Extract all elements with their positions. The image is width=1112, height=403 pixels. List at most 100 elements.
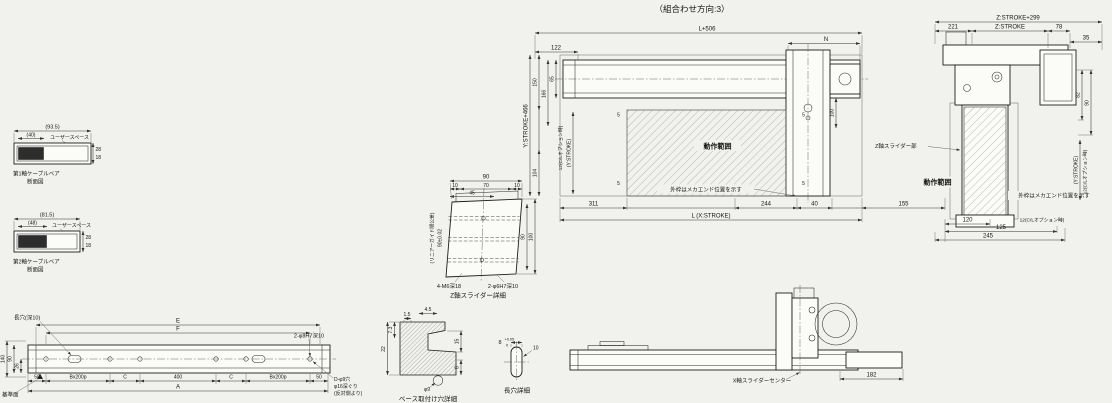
- slot-tolerance-lower: 0: [506, 344, 508, 348]
- rail-top-block: [599, 341, 625, 346]
- cable1-dim-total-width: (93.5): [45, 125, 60, 131]
- cable1-dim-inner-width: (40): [27, 133, 36, 139]
- dim-5-gap: 5: [617, 113, 620, 119]
- z-column-plate: [775, 292, 793, 371]
- dim-244: 244: [761, 202, 772, 208]
- mount-holes-note-line2: φ16深ぐり: [334, 383, 358, 390]
- mounting-hole: [307, 356, 313, 362]
- dowel-hole: [481, 216, 486, 221]
- cable2-user-space-label: ユーザースペース: [52, 223, 91, 229]
- cable2-caption-line2: 断面図: [27, 266, 44, 274]
- dim-40: 40: [811, 202, 818, 208]
- dim-n: N: [824, 37, 828, 43]
- cable2-dimension-lines: [13, 217, 85, 253]
- cable2-dim-height-outer: 28: [86, 235, 92, 241]
- dim-dia-9: φ9: [424, 387, 430, 393]
- side-dim-12-cl-bottom: 12(C/Lオプション時): [1020, 218, 1065, 224]
- dim-65: 65: [550, 76, 556, 82]
- mount-detail-dimension-lines: [386, 312, 463, 376]
- dim-245: 245: [983, 234, 994, 240]
- z-detail-extension-lines: [449, 182, 537, 283]
- dim-10-left: 10: [452, 183, 458, 189]
- dim-z-stroke: Z:STROKE: [995, 25, 1025, 31]
- z-detail-caption: Z軸スライダー詳細: [450, 291, 506, 300]
- dim-y-stroke: (Y:STROKE): [567, 138, 573, 167]
- dim-8: 8: [455, 366, 461, 369]
- dim-22: 22: [381, 346, 387, 352]
- x-slider-side-view: X軸スライダーセンター 182: [569, 285, 904, 385]
- cable-bear-loop-outer: [814, 302, 858, 346]
- slot-tolerance-upper: +0.05: [505, 338, 515, 342]
- side-pulley-circle: [991, 71, 1003, 83]
- slot-dim-8: 8: [498, 340, 501, 346]
- dim-bx200p-left: Bx200p: [70, 375, 87, 381]
- x-slider-caption: X軸スライダーセンター: [733, 377, 791, 385]
- mounting-hole: [107, 356, 113, 362]
- dim-78: 78: [1056, 25, 1063, 31]
- base-plan-view: 長穴(深10) E F 2-φ8H7深10 140 90 26 50 Bx200…: [1, 314, 363, 399]
- side-working-range-bg: [914, 176, 961, 188]
- cable2-caption-line1: 第2軸ケーブルベア: [13, 258, 60, 266]
- dim-70: 70: [483, 183, 489, 189]
- plan-extension-lines: [534, 35, 946, 222]
- mount-holes-note-line3: (反対側より): [334, 390, 363, 397]
- side-y-beam-section: [1039, 49, 1077, 106]
- bracket-bolt-circle: [808, 306, 816, 314]
- dim-82: 82: [1076, 92, 1082, 98]
- dim-bx200p-right: Bx200p: [270, 375, 287, 381]
- plan-view: 動作範囲 外枠はメカエンド位置を示す 5 5 5 5 L+506 N 122: [524, 27, 946, 222]
- dim-e: E: [176, 319, 180, 325]
- base-dim-90: 90: [8, 356, 14, 362]
- dim-7-3: 7.3: [388, 326, 394, 333]
- datum-label: 基準面: [2, 391, 19, 399]
- drawing-title: （組合わせ方向:3）: [654, 4, 729, 14]
- cable-bear-2-section: (81.5) (48) ユーザースペース 28 18 第2軸ケーブルベア 断面図: [13, 213, 91, 274]
- side-dim-12-cl-right: 12(C/Lオプション時): [1083, 149, 1089, 194]
- cable2-dim-inner-width: (48): [28, 221, 37, 227]
- cable1-caption-line1: 第1軸ケーブルベア: [13, 170, 60, 178]
- dim-15: 15: [455, 339, 461, 345]
- mech-end-note-bg: [657, 184, 755, 194]
- cable1-caption-line2: 断面図: [27, 178, 44, 186]
- dim-5-gap: 5: [802, 113, 805, 119]
- x-motor-housing: [845, 351, 903, 369]
- dim-90-right: 90: [521, 234, 527, 240]
- cable1-user-space-label: ユーザースペース: [50, 135, 89, 141]
- cable2-dim-total-width: (81.5): [40, 213, 55, 219]
- z-slider-detail: 90 10 70 10 45 90 100 (リニアーガイド間公差) 90±0.…: [429, 175, 537, 300]
- z-slider-label: Z軸スライダー部: [875, 142, 917, 150]
- dim-x-stroke: L (X:STROKE): [691, 214, 730, 220]
- y-motor-housing: [829, 63, 861, 95]
- z-detail-dimension-lines: [449, 179, 537, 275]
- side-mech-end-note-bg: [1008, 191, 1100, 200]
- dim-z-stroke-299: Z:STROKE+299: [996, 16, 1040, 22]
- guide-tolerance-value: 90±0.02: [438, 229, 444, 247]
- cable1-dim-height-inner: 18: [96, 155, 102, 161]
- side-detail-circle: [963, 84, 971, 92]
- slot-detail-caption: 長穴詳細: [504, 386, 531, 395]
- carriage-detail-circle: [805, 115, 811, 121]
- mount-holes-note-line1: D-φ9穴: [334, 376, 350, 383]
- side-pulley-center: [994, 74, 1000, 80]
- base-slot: [251, 355, 266, 363]
- dim-y-stroke-466: Y:STROKE+466: [524, 104, 530, 148]
- dim-311: 311: [589, 202, 599, 208]
- dim-1-5: 1.5: [404, 312, 411, 318]
- cable2-cable-block: [18, 235, 47, 248]
- dim-12-cl-option: 12(C/Lオプション時): [558, 125, 564, 170]
- dim-182: 182: [866, 373, 877, 379]
- carriage-detail-circle: [803, 103, 813, 113]
- dim-5-gap: 5: [802, 181, 805, 187]
- mech-end-note: 外枠はメカエンド位置を示す: [670, 186, 742, 194]
- mount-hole-profile: [399, 321, 457, 376]
- dim-a: A: [176, 385, 180, 391]
- thread-holes-note: 4-M6深18: [437, 282, 461, 290]
- dim-4-5: 4.5: [425, 307, 432, 313]
- cable-bear-loop-inner: [822, 310, 850, 338]
- bracket-top-block: [793, 287, 815, 299]
- mount-hole-circle: [432, 375, 444, 386]
- mounting-hole: [43, 356, 49, 362]
- mount-detail-extension-lines: [389, 320, 463, 376]
- side-dim-y-stroke: (Y:STROKE): [1074, 155, 1080, 184]
